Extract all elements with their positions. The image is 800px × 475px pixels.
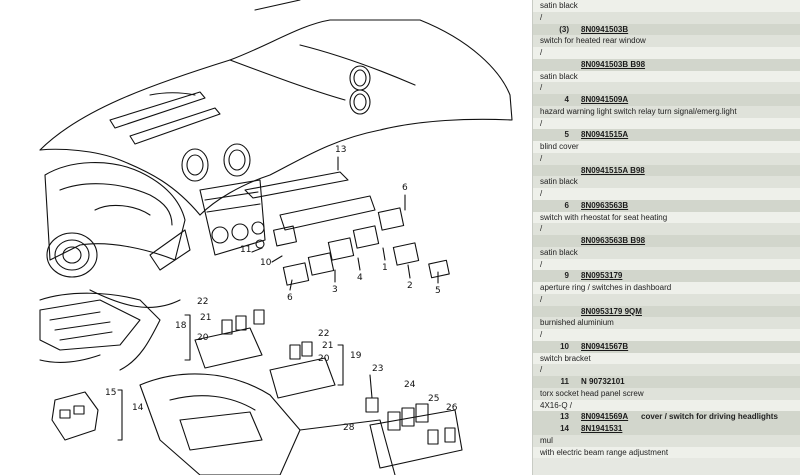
- part-description-row: /: [533, 223, 800, 235]
- callout-label: 6: [287, 293, 293, 303]
- position-number: 4: [564, 95, 569, 104]
- part-number-row: 14 8N1941531: [533, 423, 800, 435]
- part-number-link[interactable]: 8N0963563B B98: [581, 236, 646, 245]
- part-number-row: (3) 8N0941503B: [533, 23, 800, 36]
- part-description-row: with electric beam range adjustment: [533, 446, 800, 459]
- position-number: 14: [560, 424, 569, 433]
- parts-diagram: 13 6 11 10 6 3 4 1 2 5 22 21 18 20 22 21…: [39, 0, 513, 475]
- part-description-row: /: [533, 188, 800, 200]
- part-description-row: /: [533, 293, 800, 306]
- callout-label: 24: [404, 380, 416, 390]
- part-number-row: 4 8N0941509A: [533, 94, 800, 106]
- part-description-inline: cover / switch for driving headlights: [641, 412, 778, 422]
- callout-label: 3: [332, 285, 338, 295]
- part-description-row: /: [533, 329, 800, 341]
- part-description-row: switch with rheostat for seat heating: [533, 211, 800, 224]
- part-description-row: switch for heated rear window: [533, 35, 800, 47]
- part-number-row: 6 8N0963563B: [533, 199, 800, 212]
- callout-label: 21: [200, 313, 211, 323]
- callout-label: 13: [335, 145, 346, 155]
- callout-label: 15: [105, 388, 116, 398]
- part-description-row: /: [533, 117, 800, 130]
- part-number-link[interactable]: 8N1941531: [581, 424, 623, 433]
- callout-label: 10: [260, 258, 272, 268]
- part-description-row: /: [533, 152, 800, 165]
- part-description-row: /: [533, 258, 800, 271]
- part-description-row: satin black: [533, 70, 800, 83]
- part-number-link[interactable]: 8N0953179 9QM: [581, 306, 642, 316]
- part-number-link[interactable]: 8N0953179: [581, 271, 623, 281]
- callout-labels: 13 6 11 10 6 3 4 1 2 5 22 21 18 20 22 21…: [105, 145, 458, 433]
- part-number-link[interactable]: 8N0941509A: [581, 95, 629, 104]
- part-number-link[interactable]: 8N0941567B: [581, 341, 629, 351]
- callout-label: 20: [197, 333, 209, 343]
- position-number: 6: [564, 200, 569, 210]
- position-number: 11: [560, 377, 569, 386]
- position-number: 10: [560, 341, 569, 351]
- position-number: 9: [564, 271, 569, 281]
- part-number-link[interactable]: 8N0941515A: [581, 130, 629, 140]
- part-number-row: 8N0941503B B98: [533, 58, 800, 71]
- part-description-row: burnished aluminium: [533, 317, 800, 329]
- part-number-row: 8N0941515A B98: [533, 164, 800, 177]
- part-description-row: satin black: [533, 246, 800, 259]
- part-number-row: 13 8N0941569A cover / switch for driving h…: [533, 411, 800, 423]
- callout-label: 26: [446, 403, 458, 413]
- part-number-row: 10 8N0941567B: [533, 340, 800, 353]
- callout-label: 28: [343, 423, 355, 433]
- part-description-row: mul: [533, 434, 800, 447]
- part-description-row: torx socket head panel screw: [533, 387, 800, 400]
- part-number-link[interactable]: 8N0941503B B98: [581, 59, 646, 69]
- callout-label: 20: [318, 354, 330, 364]
- callout-label: 19: [350, 351, 362, 361]
- dashboard-outline: [39, 19, 513, 216]
- part-description-row: /: [533, 82, 800, 94]
- part-description-row: 4X16-Q /: [533, 399, 800, 412]
- part-description-row: blind cover: [533, 141, 800, 153]
- part-description-row: aperture ring / switches in dashboard: [533, 282, 800, 294]
- position-number: (3): [559, 24, 569, 34]
- callout-label: 14: [132, 403, 144, 413]
- part-description-row: satin black: [533, 176, 800, 188]
- callout-label: 25: [428, 394, 439, 404]
- part-number-link[interactable]: 8N0941569A: [581, 412, 629, 422]
- part-number-row: 9 8N0953179: [533, 270, 800, 282]
- position-number: 13: [560, 412, 569, 422]
- callout-label: 22: [318, 329, 329, 339]
- part-number-row: 8N0953179 9QM: [533, 305, 800, 318]
- callout-label: 2: [407, 281, 413, 291]
- part-description-row: switch bracket: [533, 352, 800, 365]
- part-description-row: hazard warning light switch relay turn s…: [533, 105, 800, 118]
- part-number-row: 11 N 90732101: [533, 376, 800, 388]
- part-number-link[interactable]: 8N0941515A B98: [581, 165, 645, 175]
- callout-label: 4: [357, 273, 363, 283]
- callout-label: 21: [322, 341, 333, 351]
- callout-label: 5: [435, 286, 441, 296]
- part-description-row: satin black: [533, 0, 800, 12]
- part-number-link[interactable]: 8N0941503B: [581, 24, 629, 34]
- part-number-row: 8N0963563B B98: [533, 235, 800, 247]
- part-description-row: /: [533, 11, 800, 24]
- callout-label: 22: [197, 297, 208, 307]
- part-description-row: /: [533, 47, 800, 59]
- part-number-row: 5 8N0941515A: [533, 129, 800, 141]
- part-number-link[interactable]: 8N0963563B: [581, 200, 629, 210]
- callout-label: 6: [402, 183, 408, 193]
- callout-label: 18: [175, 321, 187, 331]
- callout-label: 1: [382, 263, 388, 273]
- position-number: 5: [564, 130, 569, 140]
- part-description-row: /: [533, 364, 800, 376]
- callout-label: 23: [372, 364, 383, 374]
- part-number-link: N 90732101: [581, 377, 625, 386]
- callout-label: 11: [240, 245, 251, 255]
